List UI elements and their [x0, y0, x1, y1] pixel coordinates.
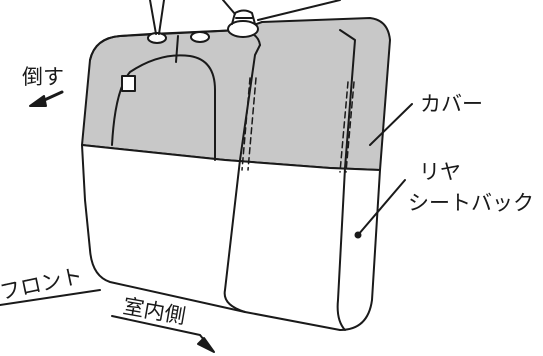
seat-left-section-top: [89, 29, 261, 61]
headrest-hole-right: [190, 31, 210, 43]
seam-dashed-3: [339, 81, 349, 173]
front-underline: [0, 289, 101, 306]
tilt-arrow-head: [29, 95, 47, 107]
knob-leader-right: [257, 0, 341, 21]
cover-label: カバー: [420, 92, 483, 116]
top-seam: [175, 35, 179, 63]
seam-dashed-2: [247, 77, 257, 171]
right-section-inner: [336, 29, 356, 331]
tilt-direction-label: 倒す: [22, 65, 64, 89]
interior-arrow-head: [197, 337, 215, 353]
seatback-back-panel: [111, 54, 216, 161]
rear-seatback-label-line1: リヤ: [419, 160, 461, 184]
panel-tag: [121, 75, 136, 92]
right-section-divider: [223, 44, 261, 313]
knob-leader: [222, 0, 236, 15]
seam-dashed-4: [345, 81, 355, 173]
cover-leader-line: [369, 103, 413, 146]
release-knob: [227, 9, 259, 38]
seam-dashed-1: [241, 77, 251, 171]
rear-seatback-label-line2: シートバック: [408, 191, 534, 215]
pull-strap: [149, 0, 165, 35]
headrest-hole-left: [147, 32, 167, 44]
seatback-cover-region: [81, 17, 391, 171]
rear-seatback-leader: [357, 179, 406, 236]
